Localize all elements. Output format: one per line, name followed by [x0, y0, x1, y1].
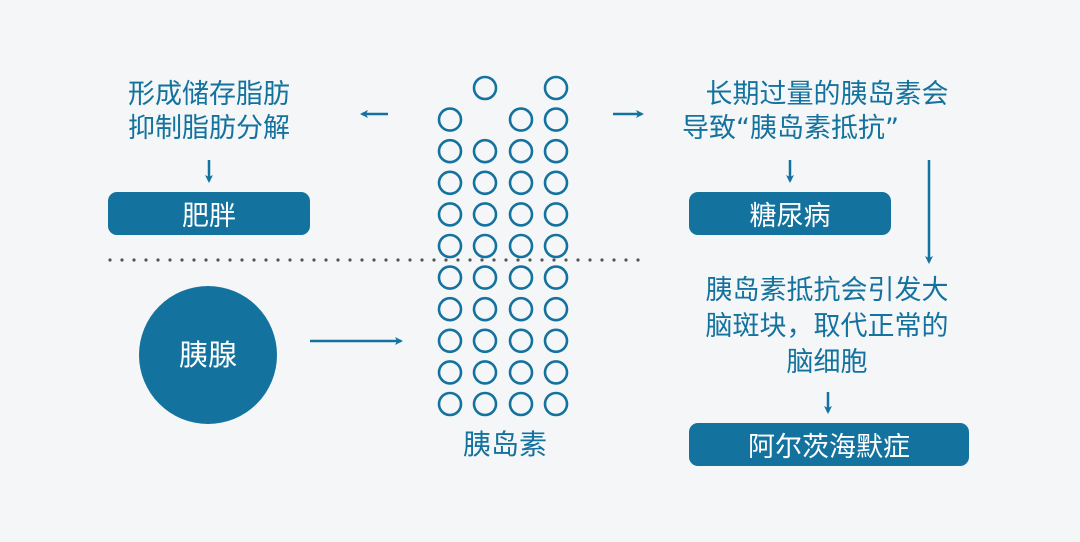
insulin-molecule [472, 265, 498, 290]
insulin-molecule [508, 265, 534, 290]
left-effect-line: 形成储存脂肪 [128, 79, 290, 110]
insulin-molecule [543, 107, 569, 132]
alzheimers-box: 阿尔茨海默症 [689, 423, 969, 466]
right-effects-text: 长期过量的胰岛素会 导致“胰岛素抵抗” [672, 78, 982, 146]
insulin-molecule [543, 328, 569, 354]
insulin-molecule [508, 138, 534, 164]
insulin-molecule [543, 170, 569, 196]
insulin-molecule [543, 233, 569, 259]
pancreas-circle [139, 286, 277, 424]
insulin-molecule [543, 265, 569, 290]
insulin-molecule [508, 170, 534, 196]
brain-effects-text: 胰岛素抵抗会引发大 脑斑块，取代正常的 脑细胞 [672, 273, 982, 381]
insulin-molecule [437, 296, 463, 322]
insulin-molecule [508, 202, 534, 227]
insulin-molecule [437, 265, 463, 290]
insulin-molecule [508, 391, 534, 417]
insulin-molecule [543, 391, 569, 417]
insulin-molecule [543, 360, 569, 385]
insulin-molecule [472, 296, 498, 322]
insulin-molecule [472, 202, 498, 227]
insulin-molecule [543, 75, 569, 101]
insulin-molecule [543, 202, 569, 227]
insulin-molecule [508, 360, 534, 385]
insulin-molecule [437, 170, 463, 196]
insulin-molecule [437, 328, 463, 354]
left-effect-line: 抑制脂肪分解 [128, 113, 290, 144]
insulin-molecule [472, 391, 498, 417]
insulin-molecule [472, 75, 498, 101]
insulin-molecule [508, 328, 534, 354]
insulin-label: 胰岛素 [462, 428, 547, 461]
insulin-molecule [472, 170, 498, 196]
diabetes-box: 糖尿病 [689, 192, 891, 235]
insulin-molecule [543, 296, 569, 322]
diabetes-label: 糖尿病 [749, 201, 831, 232]
obesity-box: 肥胖 [108, 192, 310, 235]
alzheimers-label: 阿尔茨海默症 [748, 432, 910, 463]
insulin-molecule [508, 233, 534, 259]
insulin-molecule [437, 202, 463, 227]
pancreas-label: 胰腺 [178, 338, 237, 372]
brain-effect-line: 脑斑块，取代正常的 [705, 311, 949, 342]
brain-effect-line: 胰岛素抵抗会引发大 [705, 275, 949, 306]
left-effects-text: 形成储存脂肪 抑制脂肪分解 [100, 78, 318, 146]
right-effect-line: 长期过量的胰岛素会 [705, 79, 949, 110]
brain-effect-line: 脑细胞 [786, 347, 868, 378]
insulin-molecule [508, 107, 534, 132]
insulin-molecule [472, 360, 498, 385]
insulin-molecule-grid [437, 75, 569, 417]
insulin-molecule [437, 360, 463, 385]
obesity-label: 肥胖 [182, 201, 236, 232]
insulin-molecule [472, 138, 498, 164]
insulin-molecule [437, 233, 463, 259]
insulin-molecule [472, 233, 498, 259]
insulin-molecule [543, 138, 569, 164]
insulin-molecule [437, 138, 463, 164]
insulin-molecule [508, 296, 534, 322]
insulin-molecule [437, 107, 463, 132]
right-effect-line: 导致“胰岛素抵抗” [682, 113, 899, 144]
insulin-molecule [472, 328, 498, 354]
insulin-molecule [437, 391, 463, 417]
